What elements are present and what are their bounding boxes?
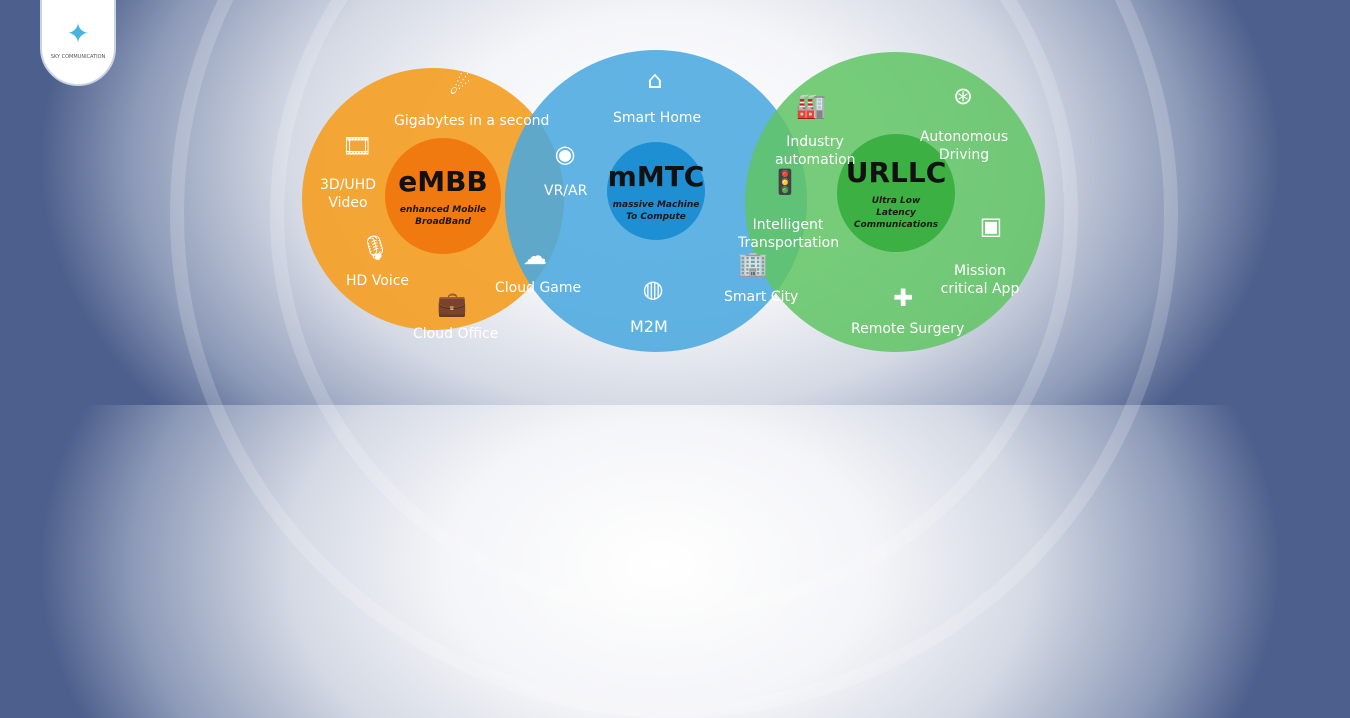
mmtc-title: mMTC: [607, 159, 705, 193]
video-icon: 🎞: [342, 132, 373, 160]
embb-item-cloud-game: Cloud Game: [495, 280, 582, 296]
meteor-icon: ☄: [449, 72, 471, 100]
embb-subtitle: enhanced Mobile BroadBand: [399, 204, 487, 227]
mmtc-item-vr-ar: VR/AR: [544, 183, 588, 199]
safe-icon: ▣: [979, 212, 1003, 240]
factory-icon: 🏭: [796, 92, 826, 120]
home-icon: ⌂: [647, 66, 663, 94]
traffic-light-icon: 🚦: [770, 168, 800, 196]
logo-emblem-icon: ✦: [66, 16, 90, 50]
vr-headset-icon: ◉: [554, 140, 576, 168]
mmtc-item-smart-home: Smart Home: [613, 110, 702, 126]
cloud-game-icon: ☁: [523, 242, 547, 270]
urllc-item-industry: Industry automation: [775, 134, 856, 168]
urllc-item-autonomous: Autonomous Driving: [919, 129, 1009, 163]
logo: ✦ SKY COMMUNICATION: [40, 0, 116, 86]
medical-kit-icon: ✚: [892, 284, 914, 312]
urllc-item-remote-surgery: Remote Surgery: [851, 321, 965, 337]
urllc-subtitle: Ultra Low Latency Communications: [853, 195, 939, 230]
urllc-core: URLLC Ultra Low Latency Communications: [837, 134, 955, 252]
mmtc-core: mMTC massive Machine To Compute: [607, 142, 705, 240]
mmtc-subtitle: massive Machine To Compute: [612, 199, 700, 222]
urllc-title: URLLC: [845, 155, 947, 189]
embb-item-video: 3D/UHD Video: [320, 177, 376, 211]
city-icon: 🏢: [738, 250, 768, 278]
embb-item-gigabytes: Gigabytes in a second: [394, 113, 550, 129]
urllc-item-transportation: Intelligent Transportation: [738, 217, 840, 251]
embb-item-cloud-office: Cloud Office: [413, 326, 499, 342]
logo-text: SKY COMMUNICATION: [50, 53, 106, 60]
embb-item-hd-voice: HD Voice: [346, 273, 410, 289]
steering-wheel-icon: ⊛: [952, 82, 974, 110]
mmtc-item-m2m: M2M: [630, 317, 668, 336]
urllc-item-mission-critical: Mission critical App: [940, 263, 1020, 297]
embb-core: eMBB enhanced Mobile BroadBand: [385, 138, 501, 254]
mmtc-item-smart-city: Smart City: [724, 289, 799, 305]
embb-title: eMBB: [398, 164, 488, 198]
briefcase-icon: 💼: [437, 290, 467, 318]
microphone-icon: 🎙: [360, 234, 391, 262]
globe-icon: ◍: [642, 275, 664, 303]
